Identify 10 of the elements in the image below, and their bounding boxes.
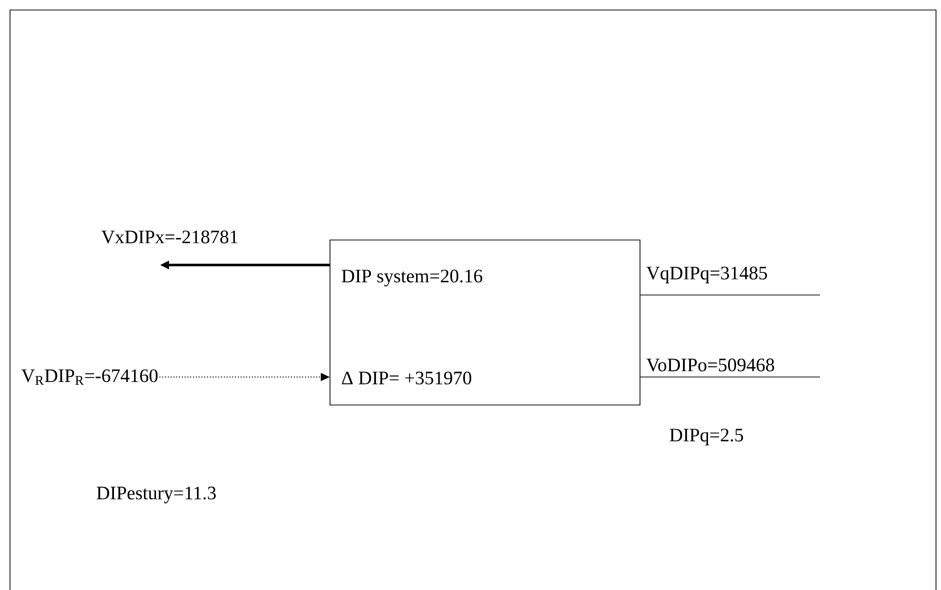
- box-text: DIP system=20.16: [342, 270, 482, 286]
- edge-label: VqDIPq=31485: [646, 266, 767, 284]
- edge-label: VoDIPo=509468: [646, 358, 774, 372]
- value-label: DIPq=2.5: [670, 428, 744, 446]
- value-label: DIPestury=11.3: [96, 486, 216, 504]
- flow-text: V$_{R}$DIP$_{R}$=-674160: [21, 369, 158, 385]
- line: [640, 376, 820, 378]
- edge-label: VxDIPx=-218781: [101, 230, 238, 244]
- line: [640, 294, 820, 296]
- box-text: Δ DIP= +351970: [342, 372, 472, 384]
